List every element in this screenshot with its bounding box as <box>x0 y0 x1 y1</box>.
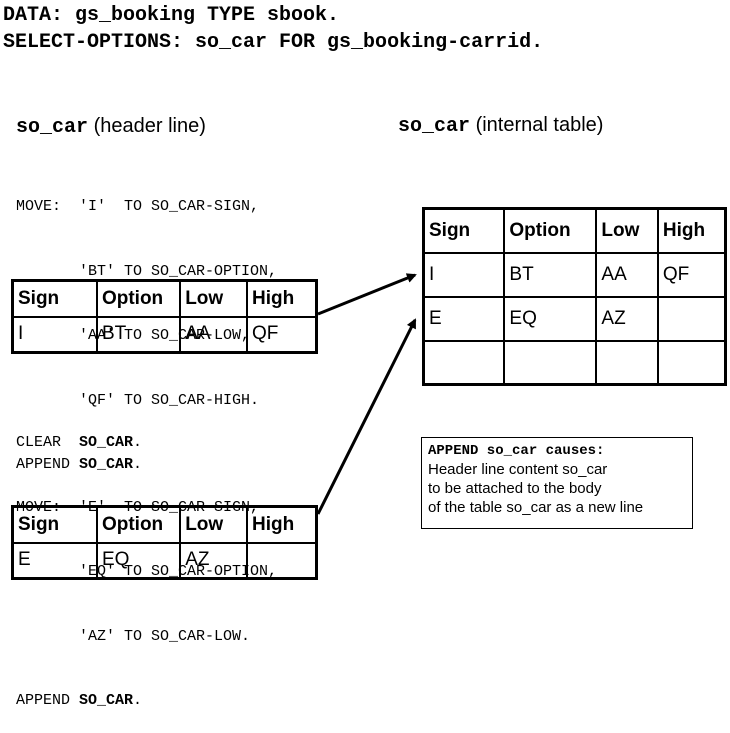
code-line: CLEAR SO_CAR. <box>16 434 143 451</box>
cell-low <box>595 339 659 386</box>
cell-low: AZ <box>179 541 249 580</box>
table-header-row: Sign Option Low High <box>11 505 318 544</box>
column-header-sign: Sign <box>11 279 98 318</box>
code-line: 'BT' TO SO_CAR-OPTION, <box>16 262 278 280</box>
table-header-row: Sign Option Low High <box>422 207 727 254</box>
internal-table-title-code: so_car <box>398 115 471 138</box>
column-header-option: Option <box>503 207 598 254</box>
cell-sign: E <box>11 541 98 580</box>
table-row: I BT AA QF <box>422 251 727 298</box>
cell-sign: E <box>422 295 506 342</box>
cell-high <box>246 541 318 580</box>
code-line: 'QF' TO SO_CAR-HIGH. <box>16 391 260 409</box>
note-line: of the table so_car as a new line <box>428 499 644 516</box>
note-title: APPEND so_car causes: <box>428 443 605 459</box>
header-line-table-first: Sign Option Low High I BT AA QF <box>11 279 318 354</box>
append-note-box: APPEND so_car causes: Header line conten… <box>421 437 693 529</box>
code-line: 'AZ' TO SO_CAR-LOW. <box>16 627 251 645</box>
column-header-high: High <box>246 505 318 544</box>
cell-option: EQ <box>95 541 182 580</box>
cell-option <box>503 339 598 386</box>
column-header-option: Option <box>95 505 182 544</box>
cell-option: EQ <box>503 295 598 342</box>
code-line: MOVE: 'I' TO SO_CAR-SIGN, <box>16 198 260 215</box>
append-arrow-second <box>316 318 417 515</box>
cell-high <box>656 339 727 386</box>
cell-high: QF <box>246 315 318 354</box>
cell-low: AA <box>595 251 659 298</box>
table-row <box>422 339 727 386</box>
cell-low: AA <box>179 315 249 354</box>
cell-sign: I <box>11 315 98 354</box>
internal-table: Sign Option Low High I BT AA QF E EQ AZ <box>422 207 727 386</box>
column-header-low: Low <box>179 505 249 544</box>
note-line: to be attached to the body <box>428 480 602 497</box>
header-line-title-text: (header line) <box>88 115 206 137</box>
cell-high <box>656 295 727 342</box>
internal-table-title-text: (internal table) <box>470 114 604 136</box>
table-row: E EQ AZ <box>11 541 318 580</box>
table-row: E EQ AZ <box>422 295 727 342</box>
column-header-high: High <box>246 279 318 318</box>
append-arrow-first <box>317 273 417 316</box>
table-header-row: Sign Option Low High <box>11 279 318 318</box>
note-line: Header line content so_car <box>428 461 608 478</box>
column-header-low: Low <box>595 207 659 254</box>
column-header-low: Low <box>179 279 249 318</box>
cell-option: BT <box>95 315 182 354</box>
header-code-line-2: SELECT-OPTIONS: so_car FOR gs_booking-ca… <box>3 31 544 54</box>
arrows-layer <box>316 273 417 515</box>
header-code-line-1: DATA: gs_booking TYPE sbook. <box>3 4 340 27</box>
column-header-high: High <box>656 207 727 254</box>
table-row: I BT AA QF <box>11 315 318 354</box>
cell-sign: I <box>422 251 506 298</box>
code-line: APPEND SO_CAR. <box>16 692 143 709</box>
code-line: APPEND SO_CAR. <box>16 456 143 473</box>
internal-table-title: so_car (internal table) <box>398 115 603 137</box>
header-line-table-second: Sign Option Low High E EQ AZ <box>11 505 318 580</box>
column-header-sign: Sign <box>422 207 506 254</box>
header-line-title-code: so_car <box>16 116 89 139</box>
column-header-option: Option <box>95 279 182 318</box>
cell-low: AZ <box>595 295 659 342</box>
column-header-sign: Sign <box>11 505 98 544</box>
cell-high: QF <box>656 251 727 298</box>
header-line-title: so_car (header line) <box>16 116 206 138</box>
cell-option: BT <box>503 251 598 298</box>
cell-sign <box>422 339 506 386</box>
